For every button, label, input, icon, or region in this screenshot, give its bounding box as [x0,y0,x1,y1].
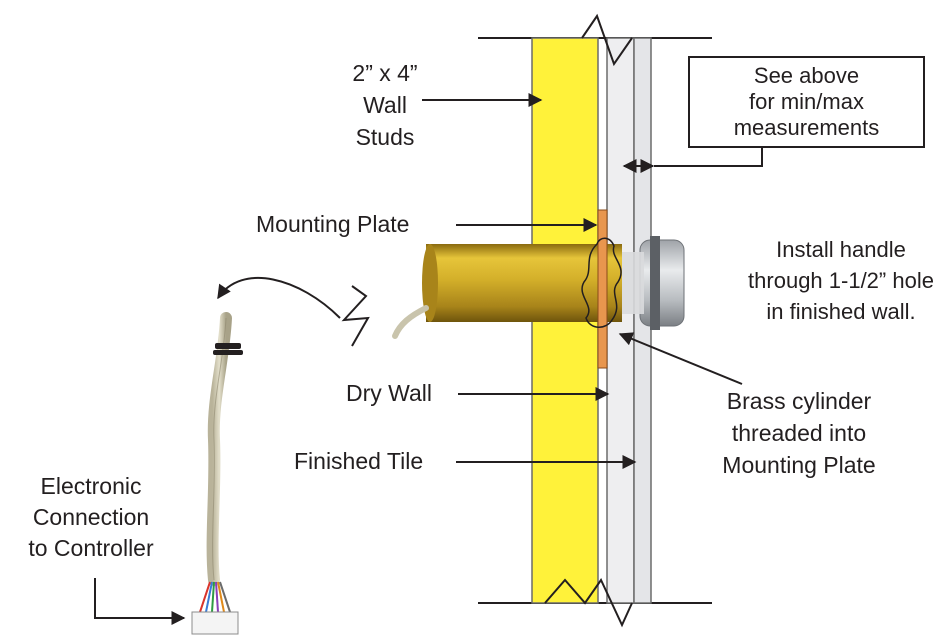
mounting-plate-label: Mounting Plate [256,211,410,237]
install-note-line1: Install handle [776,237,906,262]
see-above-line3: measurements [733,115,880,140]
see-above-leader [654,148,763,167]
brass-cylinder-line2: threaded into [731,420,867,446]
electronic-leader [94,578,186,625]
see-above-line2: for min/max [749,89,864,114]
cable-grommet [215,343,241,349]
brass-cylinder-label: Brass cylinder threaded into Mounting Pl… [696,388,902,479]
brass-cylinder [426,244,622,322]
cylinder-wire [392,305,429,339]
studs-label-line2: Wall [363,92,407,118]
studs-label-line3: Studs [355,124,415,150]
connection-arrow [217,276,341,319]
see-above-box: See above for min/max measurements [688,56,925,148]
electronic-connection-label: Electronic Connection to Controller [0,473,182,562]
studs-label: 2” x 4” Wall Studs [330,60,440,151]
electronic-line1: Electronic [40,473,142,499]
electronic-line2: Connection [32,504,150,530]
finished-tile-label: Finished Tile [294,448,424,474]
handle-knob [639,239,685,327]
dry-wall-label: Dry Wall [346,380,433,406]
install-note-line2: through 1-1/2” hole [748,268,934,293]
wire-break-mark [341,285,370,347]
install-note: Install handle through 1-1/2” hole in fi… [736,236,941,325]
brass-cylinder-leader [618,332,743,385]
install-note-line3: in finished wall. [766,299,916,324]
break-symbol-bottom [544,578,633,628]
brass-cylinder-line1: Brass cylinder [726,388,872,414]
colored-wires [199,581,231,613]
mounting-plate [597,209,608,369]
brass-cylinder-line3: Mounting Plate [722,452,876,478]
handle-collar [650,236,660,330]
wire-connector [191,611,239,635]
thread-outline [581,237,622,328]
break-symbol-top [581,13,633,67]
studs-label-line1: 2” x 4” [352,60,418,86]
see-above-line1: See above [753,63,860,88]
electronic-line3: to Controller [28,535,154,561]
